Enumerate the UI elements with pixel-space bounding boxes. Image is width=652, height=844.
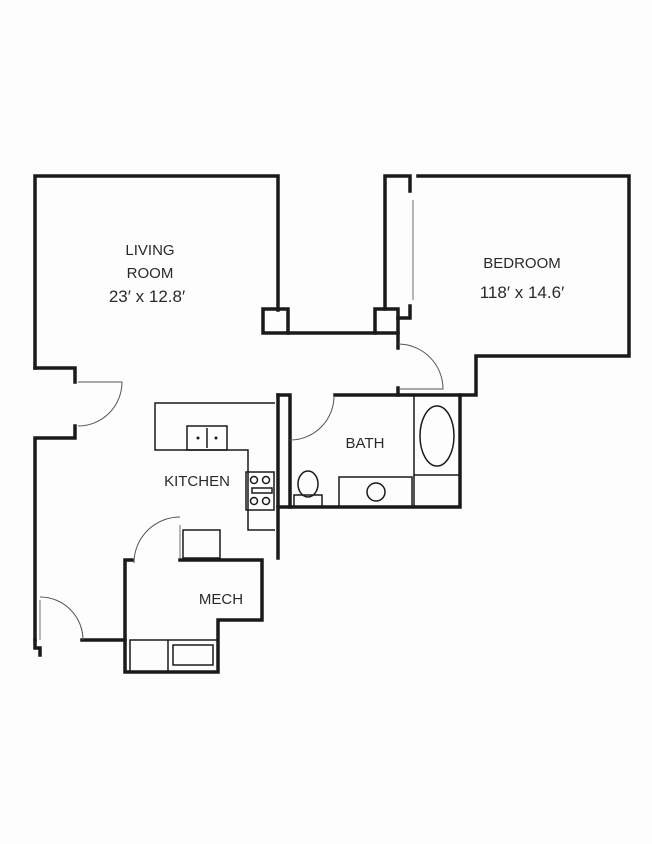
toilet-icon <box>297 470 319 498</box>
toilet-tank <box>293 494 323 508</box>
door-swing-bedroom <box>397 343 444 390</box>
door-swing-bath <box>289 395 335 441</box>
bedroom-label: BEDROOM <box>483 255 561 272</box>
door-swing-mech <box>133 516 181 564</box>
stove-icon <box>245 471 275 511</box>
fridge <box>182 529 221 559</box>
double-sink-icon <box>186 425 228 451</box>
column <box>261 307 290 335</box>
bedroom-dimensions: 118′ x 14.6′ <box>479 283 565 302</box>
vanity <box>338 476 413 508</box>
bathtub <box>419 405 455 467</box>
washer-dryer <box>172 644 214 666</box>
sink-icon <box>366 482 386 502</box>
living-room-label-line2: ROOM <box>126 265 174 282</box>
living-room-dimensions: 23′ x 12.8′ <box>108 287 186 306</box>
door-swing-entry <box>39 596 84 641</box>
mech-label: MECH <box>198 591 244 608</box>
kitchen-label: KITCHEN <box>164 473 230 490</box>
walls <box>33 174 631 674</box>
door-swing-closet <box>77 381 123 427</box>
column <box>373 307 400 335</box>
doors <box>39 343 444 641</box>
living-room-label: LIVING <box>125 242 175 259</box>
bath-label: BATH <box>345 435 385 452</box>
